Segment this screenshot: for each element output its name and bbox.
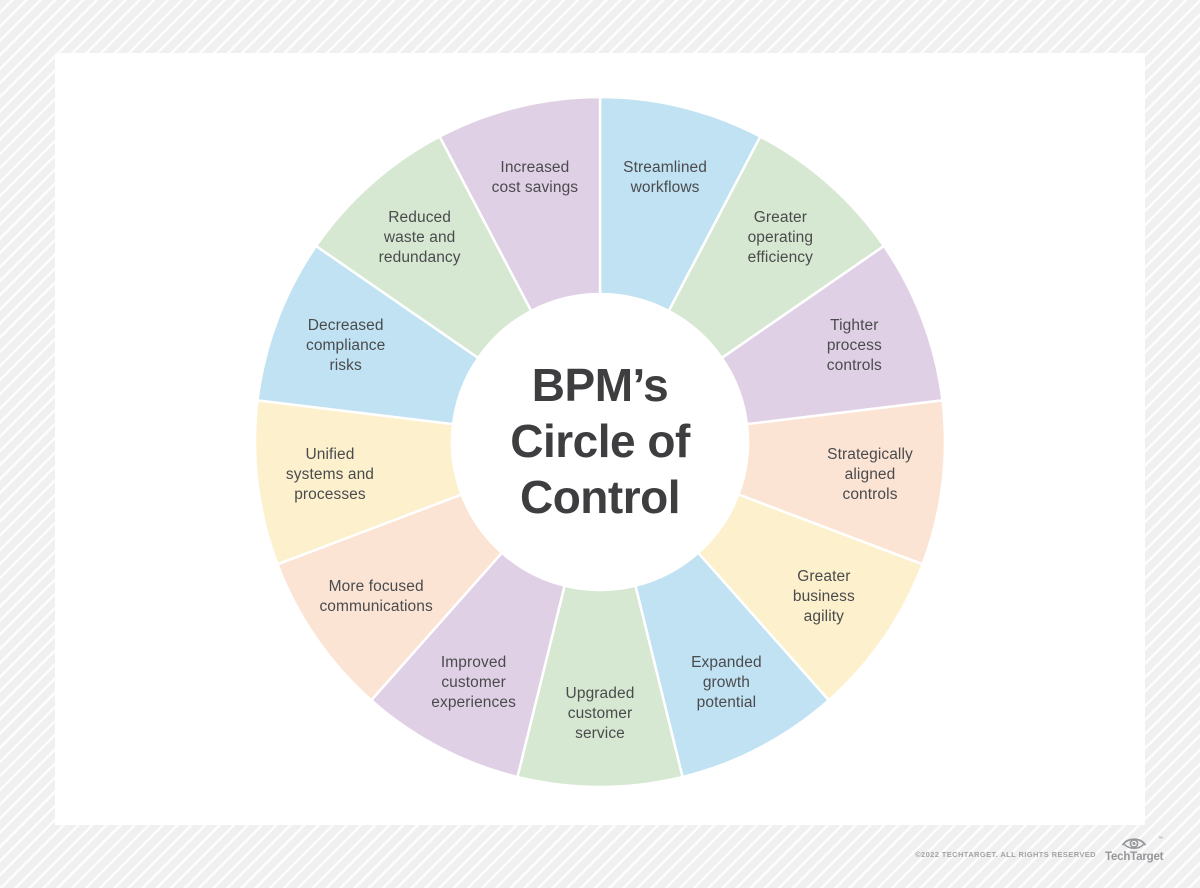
wheel-center-title: BPM’s Circle of Control [510, 358, 690, 524]
eye-icon [1122, 838, 1146, 849]
segment-label-improved-customer-experiences: Improved customer experiences [431, 653, 516, 711]
techtarget-wordmark: TechTarget [1105, 851, 1164, 863]
techtarget-logo: ™ TechTarget [1105, 836, 1163, 863]
segment-label-streamlined-workflows: Streamlined workflows [623, 158, 707, 196]
segment-label-unified-systems-and-processes: Unified systems and processes [285, 445, 375, 503]
segment-label-more-focused-communications: More focused communications [319, 577, 433, 615]
wheel-segment-increased-cost-savings [438, 95, 602, 313]
segment-label-greater-operating-efficiency: Greater operating efficiency [747, 209, 814, 267]
segment-label-tighter-process-controls: Tighter process controls [826, 316, 882, 374]
trademark-symbol: ™ [1158, 836, 1163, 842]
segment-label-upgraded-customer-service: Upgraded customer service [565, 685, 635, 742]
segment-label-increased-cost-savings: Increased cost savings [491, 158, 579, 196]
segment-label-greater-business-agility: Greater business agility [792, 567, 855, 625]
footer: ©2022 TECHTARGET. ALL RIGHTS RESERVED ™ … [915, 836, 1163, 863]
wheel-svg [253, 95, 947, 789]
segment-label-reduced-waste-and-redundancy: Reduced waste and redundancy [378, 209, 461, 267]
segment-label-decreased-compliance-risks: Decreased compliance risks [305, 316, 386, 374]
segment-label-strategically-aligned-controls: Strategically aligned controls [827, 445, 913, 503]
footer-copyright: ©2022 TECHTARGET. ALL RIGHTS RESERVED [915, 850, 1096, 859]
segment-label-expanded-growth-potential: Expanded growth potential [691, 653, 762, 711]
